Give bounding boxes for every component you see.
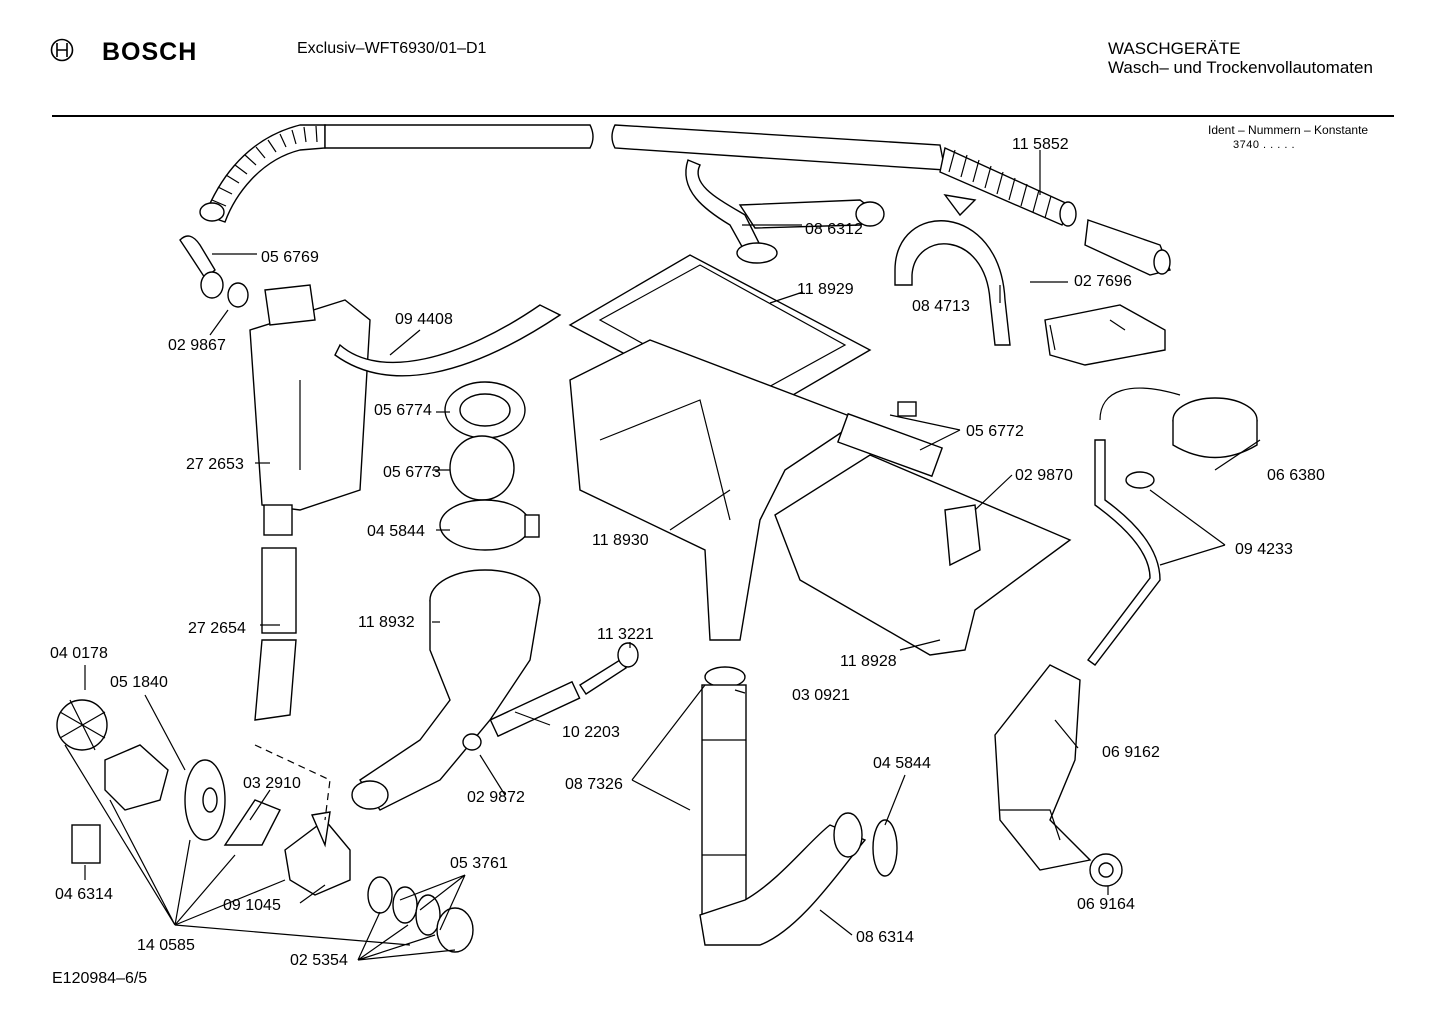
detergent-tank	[249, 284, 371, 536]
part-label-086314: 08 6314	[856, 929, 914, 946]
part-label-272654: 27 2654	[188, 620, 246, 637]
part-label-140585: 14 0585	[137, 937, 195, 954]
part-label-029872: 02 9872	[467, 789, 525, 806]
part-label-094233: 09 4233	[1235, 541, 1293, 558]
pump-motor	[104, 744, 169, 811]
part-label-045844-upper: 04 5844	[367, 523, 425, 540]
pressure-tube	[1087, 439, 1161, 666]
valve-cap	[897, 401, 917, 417]
pump-cover	[223, 799, 281, 846]
part-label-066380: 06 6380	[1267, 467, 1325, 484]
dispenser-drawer	[774, 412, 1072, 656]
drawing-id: E120984–6/5	[52, 970, 148, 987]
non-return-valve	[579, 642, 639, 695]
part-label-272653: 27 2653	[186, 456, 244, 473]
ident-value: 3740 . . . . .	[1233, 139, 1296, 151]
grommet	[1089, 853, 1123, 887]
ident-label: Ident – Nummern – Konstante	[1208, 123, 1369, 137]
dispenser-housing	[569, 339, 862, 641]
header-divider	[52, 115, 1394, 117]
drain-pipe	[701, 666, 747, 916]
part-label-118930: 11 8930	[592, 532, 649, 549]
hose-corrugated-right	[939, 146, 1077, 227]
float-ball	[449, 435, 515, 501]
part-label-032910: 03 2910	[243, 775, 301, 792]
seal-ring	[444, 381, 526, 439]
pump-impeller	[56, 699, 108, 751]
pump-body	[284, 811, 351, 896]
vent-tube	[489, 680, 581, 738]
part-label-025354: 02 5354	[290, 952, 348, 969]
part-label-027696: 02 7696	[1074, 273, 1132, 290]
leader-lines	[64, 150, 1261, 961]
category-subtitle: Wasch– und Trockenvollautomaten	[1108, 58, 1373, 77]
hose-clamp-bracket	[894, 194, 1011, 346]
hose-clip-ring	[439, 499, 540, 551]
model-number: Exclusiv–WFT6930/01–D1	[297, 40, 487, 57]
hose-connector	[1084, 219, 1171, 276]
hose-clip-ring-lower	[872, 819, 898, 877]
part-label-046314: 04 6314	[55, 886, 113, 903]
part-label-056773: 05 6773	[383, 464, 441, 481]
part-label-069162: 06 9162	[1102, 744, 1160, 761]
part-label-113221: 11 3221	[597, 626, 654, 643]
part-label-056774: 05 6774	[374, 402, 432, 419]
part-label-053761: 05 3761	[450, 855, 508, 872]
part-label-084713: 08 4713	[912, 298, 970, 315]
bosch-logo-icon	[50, 38, 74, 62]
brand-name: BOSCH	[102, 38, 198, 66]
part-label-056772: 05 6772	[966, 423, 1024, 440]
hose-clip-small	[462, 733, 482, 751]
part-label-029867: 02 9867	[168, 337, 226, 354]
part-label-118929: 11 8929	[797, 281, 854, 298]
part-label-040178: 04 0178	[50, 645, 108, 662]
connecting-hose	[334, 304, 562, 377]
part-label-045844-lower: 04 5844	[873, 755, 931, 772]
corrugated-drain-hose	[699, 812, 867, 946]
part-label-115852: 11 5852	[1012, 136, 1069, 153]
part-label-087326: 08 7326	[565, 776, 623, 793]
pressure-switch	[1099, 387, 1258, 489]
connection-dashed-line	[254, 744, 331, 821]
part-label-102203: 10 2203	[562, 724, 620, 741]
part-label-086312: 08 6312	[805, 221, 863, 238]
drain-hose-long	[199, 124, 946, 223]
part-label-118928: 11 8928	[840, 653, 897, 670]
part-label-056769: 05 6769	[261, 249, 319, 266]
part-label-030921: 03 0921	[792, 687, 850, 704]
part-label-051840: 05 1840	[110, 674, 168, 691]
sump-housing	[351, 569, 541, 811]
filter-parts	[367, 876, 474, 953]
part-label-029870: 02 9870	[1015, 467, 1073, 484]
category-title: WASCHGERÄTE	[1108, 39, 1241, 58]
mounting-bracket	[1044, 304, 1166, 366]
part-label-069164: 06 9164	[1077, 896, 1135, 913]
pump-bracket	[994, 664, 1092, 871]
elbow-hose	[179, 235, 249, 308]
part-label-118932: 11 8932	[358, 614, 415, 631]
pump-clip	[71, 824, 101, 864]
part-label-091045: 09 1045	[223, 897, 281, 914]
drain-hose-short	[254, 547, 297, 721]
pump-seal-disc	[184, 759, 226, 841]
part-label-094408: 09 4408	[395, 311, 453, 328]
bent-hose	[685, 159, 885, 264]
